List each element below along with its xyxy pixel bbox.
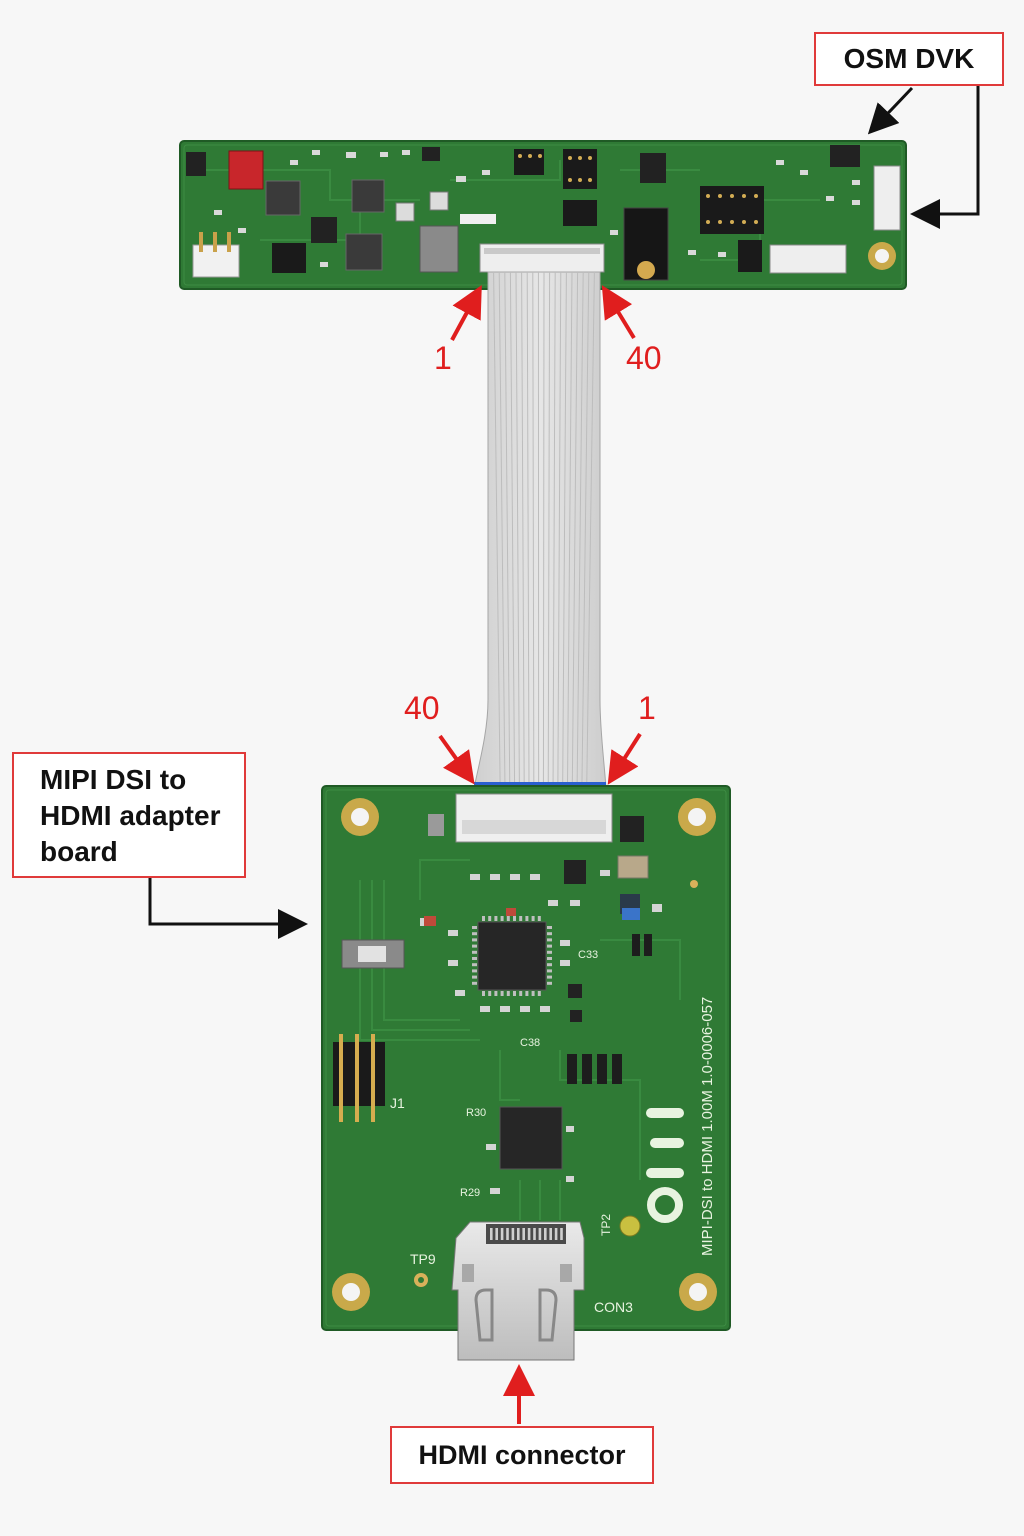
osm-dvk-board <box>179 140 907 290</box>
silk-tp2: TP2 <box>599 1214 613 1236</box>
silk-c33: C33 <box>578 949 598 961</box>
pin40-top-arrow <box>601 285 636 340</box>
fpc-ribbon-cable <box>473 271 607 800</box>
adapter-label-line-1: MIPI DSI to <box>40 764 187 795</box>
pin1-bottom-arrow <box>607 732 642 785</box>
silk-board-text: MIPI-DSI to HDMI 1.00M 1.0-0006-057 <box>699 997 716 1256</box>
osm-dvk-callout: OSM DVK <box>814 32 1004 86</box>
adapter-board-callout: MIPI DSI to HDMI adapter board <box>12 752 246 878</box>
osm-dvk-arrow-2 <box>910 86 980 229</box>
adapter-board: J1 TP9 CON3 R30 R29 C38 C33 TP2 MIPI-DSI… <box>321 785 731 1361</box>
pin-label-bottom-40: 40 <box>404 690 440 726</box>
silk-tp9: TP9 <box>410 1251 436 1267</box>
silk-j1: J1 <box>390 1095 405 1111</box>
hdmi-connector-callout: HDMI connector <box>390 1426 654 1484</box>
adapter-label-line-3: board <box>40 836 118 867</box>
pin1-top-arrow <box>450 284 482 341</box>
pin-label-top-40: 40 <box>626 340 662 376</box>
red-arrows <box>438 284 642 1424</box>
pin-label-bottom-1: 1 <box>638 690 656 726</box>
silk-c38: C38 <box>520 1037 540 1049</box>
silk-r29: R29 <box>460 1187 480 1199</box>
adapter-board-arrow <box>148 878 308 939</box>
adapter-label-line-2: HDMI adapter <box>40 800 221 831</box>
pin40-bottom-arrow <box>438 734 475 785</box>
pin-label-top-1: 1 <box>434 340 452 376</box>
silk-r30: R30 <box>466 1107 486 1119</box>
osm-dvk-arrow-1 <box>867 86 914 135</box>
mounting-holes <box>332 798 717 1311</box>
hdmi-port <box>451 1221 585 1361</box>
black-arrows <box>148 86 980 939</box>
manufacturer-logo <box>646 1108 684 1223</box>
silk-con3: CON3 <box>594 1299 633 1315</box>
